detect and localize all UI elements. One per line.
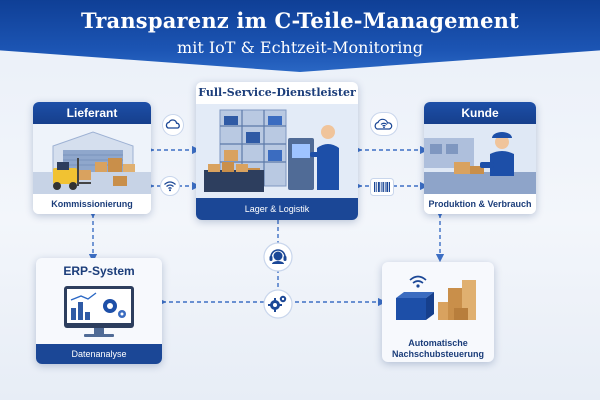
gears-icon (263, 289, 293, 319)
replenishment-subtitle: Automatische Nachschubsteuerung (382, 336, 494, 362)
production-worker-illustration (424, 124, 536, 194)
warehouse-worker-illustration (196, 104, 358, 198)
headset-icon (263, 242, 293, 272)
erp-card: ERP-System Datenanalyse (36, 258, 162, 364)
customer-title: Kunde (424, 102, 536, 124)
replenishment-title-line2: Nachschubsteuerung (391, 349, 485, 359)
replenishment-title-line1: Automatische (408, 338, 468, 348)
customer-subtitle: Produktion & Verbrauch (424, 194, 536, 214)
supplier-title: Lieferant (33, 102, 151, 124)
monitor-analytics-illustration (36, 284, 162, 338)
wifi-cloud-icon (370, 112, 398, 136)
erp-subtitle: Datenanalyse (36, 344, 162, 364)
page-title: Transparenz im C-Teile-Management (80, 8, 520, 33)
customer-card: Kunde Produktion & Verbrauch (424, 102, 536, 214)
service-provider-title: Full-Service-Dienstleister (198, 86, 356, 99)
replenishment-card: Automatische Nachschubsteuerung (382, 262, 494, 362)
service-provider-card: Full-Service-Dienstleister Lager & Logis… (196, 82, 358, 220)
boxes-wifi-illustration (382, 266, 494, 328)
supplier-card: Lieferant Kommissionierung (33, 102, 151, 214)
supplier-subtitle: Kommissionierung (33, 194, 151, 214)
wifi-icon (160, 176, 180, 196)
cloud-icon (162, 114, 184, 136)
barcode-icon (370, 178, 394, 196)
page-subtitle: mit IoT & Echtzeit-Monitoring (177, 38, 423, 57)
service-provider-subtitle: Lager & Logistik (196, 198, 358, 220)
erp-title: ERP-System (63, 264, 135, 278)
warehouse-forklift-illustration (33, 124, 151, 194)
